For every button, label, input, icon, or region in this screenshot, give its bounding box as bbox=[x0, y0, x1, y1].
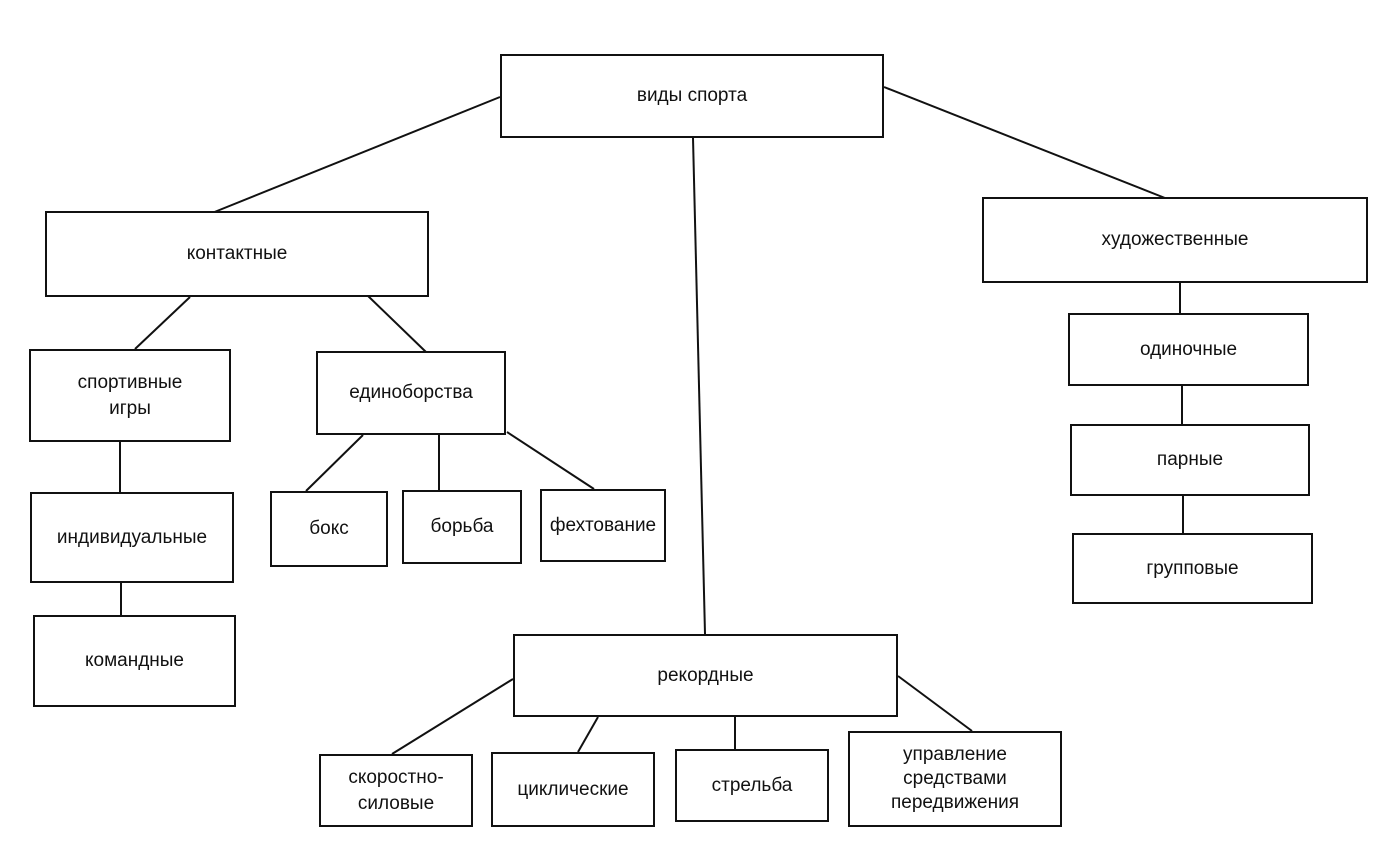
node-individual: индивидуальные bbox=[30, 492, 234, 583]
node-label-line-2: силовые bbox=[357, 792, 435, 814]
node-label-line-1: управление bbox=[903, 744, 1007, 765]
node-label-line-2: средствами bbox=[903, 768, 1007, 789]
node-speed-strength: скоростно- силовые bbox=[319, 754, 473, 827]
node-label: парные bbox=[1156, 449, 1224, 470]
node-sports-types: виды спорта bbox=[500, 54, 884, 138]
node-label-line-1: спортивные bbox=[77, 371, 183, 393]
edge-root-artistic bbox=[883, 86, 1166, 199]
node-record: рекордные bbox=[513, 634, 898, 717]
node-martial-arts: единоборства bbox=[316, 351, 506, 435]
node-contact: контактные bbox=[45, 211, 429, 297]
edge-contact-martial bbox=[365, 293, 427, 353]
node-fencing: фехтование bbox=[540, 489, 666, 562]
node-boxing: бокс bbox=[270, 491, 388, 567]
node-pair: парные bbox=[1070, 424, 1310, 496]
node-label: фехтование bbox=[549, 514, 657, 536]
node-single: одиночные bbox=[1068, 313, 1309, 386]
node-label: художественные bbox=[1101, 229, 1249, 250]
node-label: одиночные bbox=[1139, 338, 1238, 360]
edge-record-vehicles bbox=[897, 675, 973, 732]
node-sport-games: спортивные игры bbox=[29, 349, 231, 442]
edge-record-cyclic bbox=[577, 716, 599, 753]
node-group: групповые bbox=[1072, 533, 1313, 604]
node-label: командные bbox=[84, 650, 185, 671]
node-label: индивидуальные bbox=[56, 526, 208, 548]
node-label: рекордные bbox=[657, 664, 754, 686]
node-label: контактные bbox=[186, 243, 288, 264]
node-label: групповые bbox=[1146, 557, 1239, 579]
edge-root-contact bbox=[211, 96, 501, 214]
node-vehicles: управление средствами передвижения bbox=[848, 731, 1062, 827]
node-cyclic: циклические bbox=[491, 752, 655, 827]
node-team: командные bbox=[33, 615, 236, 707]
node-label: борьба bbox=[430, 516, 494, 537]
edge-martial-boxing bbox=[305, 434, 364, 492]
node-label-line-2: игры bbox=[109, 397, 151, 419]
node-label-line-1: скоростно- bbox=[348, 766, 444, 788]
edge-martial-fencing bbox=[506, 431, 595, 490]
node-label: единоборства bbox=[349, 382, 473, 403]
node-label: виды спорта bbox=[636, 85, 748, 106]
node-label-line-3: передвижения bbox=[890, 792, 1020, 813]
node-shooting: стрельба bbox=[675, 749, 829, 822]
node-artistic: художественные bbox=[982, 197, 1368, 283]
edge-contact-sport-games bbox=[134, 296, 191, 350]
node-label: циклические bbox=[517, 778, 629, 800]
edge-root-record bbox=[692, 137, 706, 635]
edge-record-speed-strength bbox=[391, 678, 514, 755]
node-label: стрельба bbox=[711, 774, 793, 796]
node-label: бокс bbox=[309, 518, 349, 539]
node-wrestling: борьба bbox=[402, 490, 522, 564]
